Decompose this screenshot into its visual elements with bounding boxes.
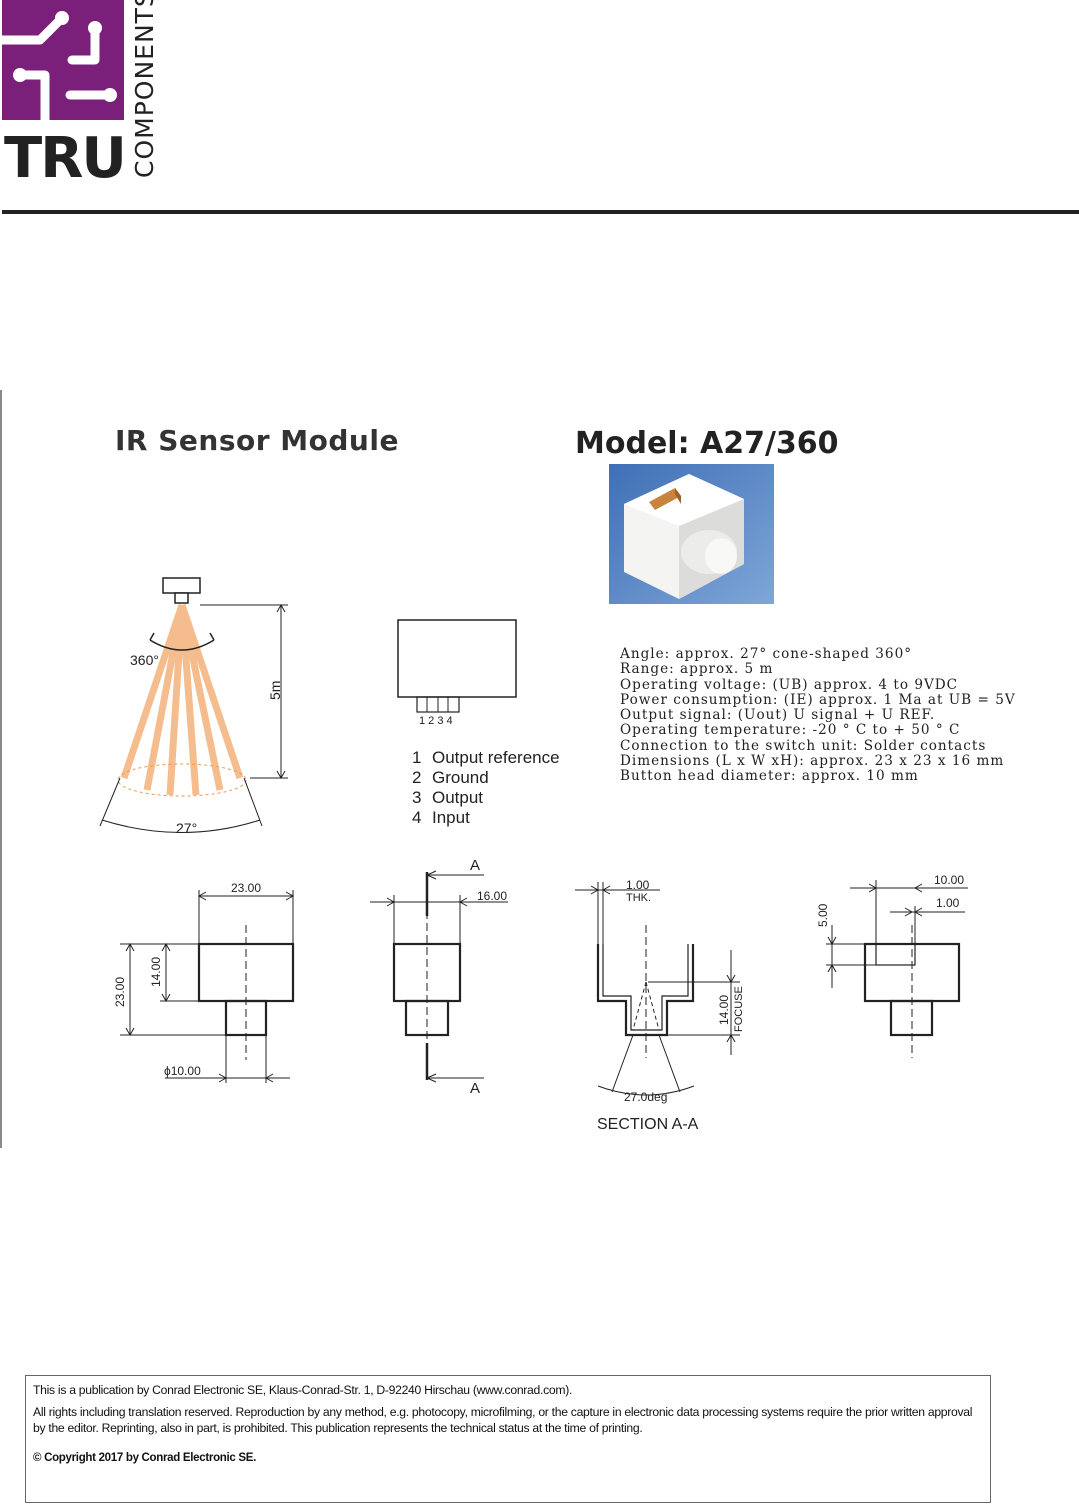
product-photo	[609, 464, 774, 604]
section-view: 1.00 THK. 14.00 FOCUSE 27.0deg	[575, 878, 745, 1104]
pin-item: 4 Input	[412, 808, 560, 828]
spec-line: Angle: approx. 27° cone-shaped 360°	[620, 646, 913, 662]
pin-label: Output	[432, 788, 484, 807]
right-depth: 5.00	[816, 903, 830, 927]
front-diameter: ϕ10.00	[164, 1064, 201, 1078]
pin-label: Input	[432, 808, 470, 827]
distance-label: 5m	[267, 681, 283, 700]
front-height: 23.00	[113, 977, 127, 1007]
svg-text:TRU: TRU	[4, 126, 125, 185]
pin-label: Output reference	[432, 748, 560, 767]
rotation-label: 360°	[130, 652, 159, 668]
header-rule	[2, 210, 1079, 214]
section-angle: 27.0deg	[624, 1090, 667, 1104]
section-focus: 14.00	[717, 995, 731, 1025]
spec-line: Button head diameter: approx. 10 mm	[620, 768, 919, 785]
side-view: A A 16.00	[370, 857, 508, 1097]
svg-text:COMPONENTS: COMPONENTS	[130, 0, 159, 178]
footer-box: This is a publication by Conrad Electron…	[25, 1375, 991, 1503]
section-mark-top: A	[470, 857, 480, 874]
spec-line: Operating temperature: -20 ° C to + 50 °…	[620, 722, 961, 739]
beam-diagram: 360° 5m 27°	[99, 577, 288, 836]
spec-line: Dimensions (L x W xH): approx. 23 x 23 x…	[620, 753, 1005, 770]
section-label: SECTION A-A	[597, 1116, 699, 1133]
pin-number: 2	[412, 768, 422, 787]
pin-number: 1	[412, 748, 422, 767]
pin-item: 3 Output	[412, 788, 560, 808]
right-view: 10.00 1.00 5.00	[816, 873, 968, 1058]
section-thickness: 1.00	[626, 878, 650, 892]
pin-item: 2 Ground	[412, 768, 560, 788]
footer-copyright: © Copyright 2017 by Conrad Electronic SE…	[33, 1451, 257, 1464]
spec-line: Range: approx. 5 m	[620, 661, 774, 678]
section-focus-unit: FOCUSE	[733, 986, 745, 1032]
front-width: 23.00	[231, 881, 261, 895]
footer-publisher: This is a publication by Conrad Electron…	[33, 1383, 573, 1397]
front-body-height: 14.00	[149, 957, 163, 987]
spec-list: Angle: approx. 27° cone-shaped 360° Rang…	[620, 646, 1016, 785]
spec-line: Output signal: (Uout) U signal + U REF.	[620, 707, 936, 724]
pin-number: 3	[412, 788, 422, 807]
spec-line: Connection to the switch unit: Solder co…	[620, 737, 987, 754]
section-thickness-unit: THK.	[626, 892, 651, 904]
pin-diagram: 1 2 3 4	[397, 619, 517, 727]
spec-line: Operating voltage: (UB) approx. 4 to 9VD…	[620, 676, 959, 693]
section-mark-bottom: A	[470, 1080, 480, 1097]
pin-item: 1 Output reference	[412, 748, 560, 768]
pin-number: 4	[412, 808, 422, 827]
model-title: Model: A27/360	[575, 426, 839, 461]
sheet-edge	[0, 390, 2, 1148]
spec-line: Power consumption: (IE) approx. 1 Ma at …	[620, 691, 1016, 708]
right-inner: 1.00	[936, 896, 960, 910]
front-view: 23.00 23.00 14.00 ϕ10.00	[113, 881, 295, 1083]
pin-list: 1 Output reference 2 Ground 3 Output 4 Input	[412, 748, 560, 828]
right-width: 10.00	[934, 873, 964, 887]
footer-rights: All rights including translation reserve…	[33, 1404, 973, 1436]
pin-numbers: 1 2 3 4	[419, 715, 453, 727]
pin-label: Ground	[432, 768, 489, 787]
tru-components-logo: TRU COMPONENTS	[0, 0, 159, 185]
angle-label: 27°	[176, 820, 197, 836]
side-offset: 16.00	[477, 889, 507, 903]
product-title: IR Sensor Module	[115, 424, 399, 457]
